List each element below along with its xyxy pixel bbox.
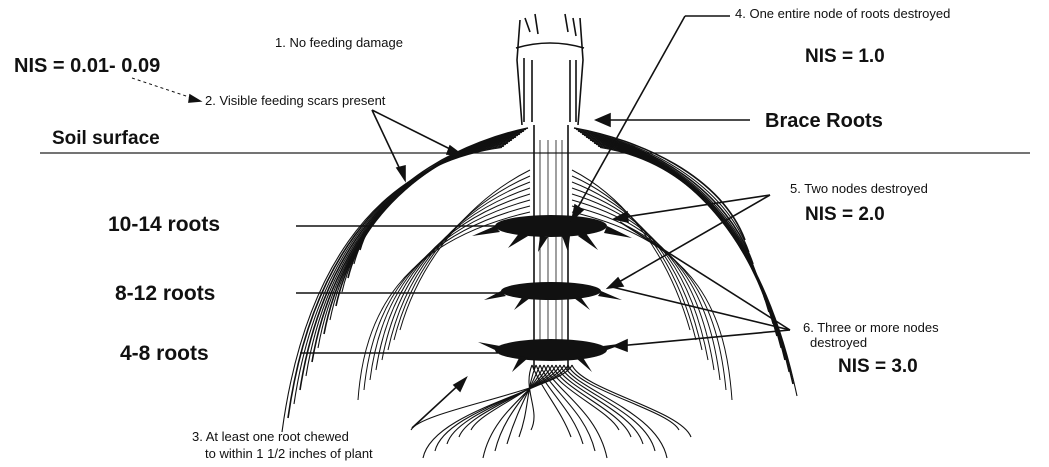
label-one-node-destroyed: 4. One entire node of roots destroyed [735, 7, 950, 22]
nis-range-note: NIS = 0.01- 0.09 [14, 55, 160, 78]
label-roots-middle-node: 8-12 roots [115, 282, 215, 306]
nis-score-1: NIS = 1.0 [805, 46, 885, 68]
root-strand [495, 365, 544, 451]
label-visible-feeding-scars: 2. Visible feeding scars present [205, 94, 385, 109]
nis-score-2: NIS = 2.0 [805, 204, 885, 226]
label-root-chewed-line1: 3. At least one root chewed [192, 430, 349, 445]
nis-score-3: NIS = 3.0 [838, 356, 918, 378]
label-roots-bottom-node: 4-8 roots [120, 342, 209, 366]
root-strand [411, 365, 572, 430]
label-brace-roots: Brace Roots [765, 110, 883, 133]
destroyed-node-middle [484, 282, 622, 310]
root-strand [336, 134, 520, 306]
root-strand [582, 134, 761, 288]
root-strand [382, 188, 530, 360]
label-root-chewed-line2: to within 1 1/2 inches of plant [205, 447, 373, 462]
root-strand [584, 136, 765, 301]
root-strand [572, 170, 690, 330]
root-strand [388, 182, 530, 350]
lower-root-mass [411, 365, 691, 458]
destroyed-node-top [472, 215, 632, 252]
root-strand [282, 148, 502, 433]
root-strand [400, 170, 530, 330]
root-strand [572, 212, 732, 400]
label-soil-surface: Soil surface [52, 128, 160, 150]
root-strand [572, 182, 702, 350]
root-strand [568, 365, 679, 430]
label-no-feeding-damage: 1. No feeding damage [275, 36, 403, 51]
label-two-nodes-destroyed: 5. Two nodes destroyed [790, 182, 928, 197]
root-strand [507, 365, 540, 444]
root-strand [540, 365, 595, 451]
brace-roots [282, 128, 797, 432]
destroyed-node-bottom [478, 339, 626, 372]
root-strand [288, 146, 504, 418]
root-strand [572, 188, 708, 360]
root-strand [294, 145, 506, 405]
corn-stalk [516, 14, 584, 370]
label-three-nodes-line2: destroyed [810, 336, 867, 351]
label-three-nodes-line1: 6. Three or more nodes [803, 321, 939, 336]
label-roots-top-node: 10-14 roots [108, 213, 220, 237]
root-strand [519, 365, 536, 437]
